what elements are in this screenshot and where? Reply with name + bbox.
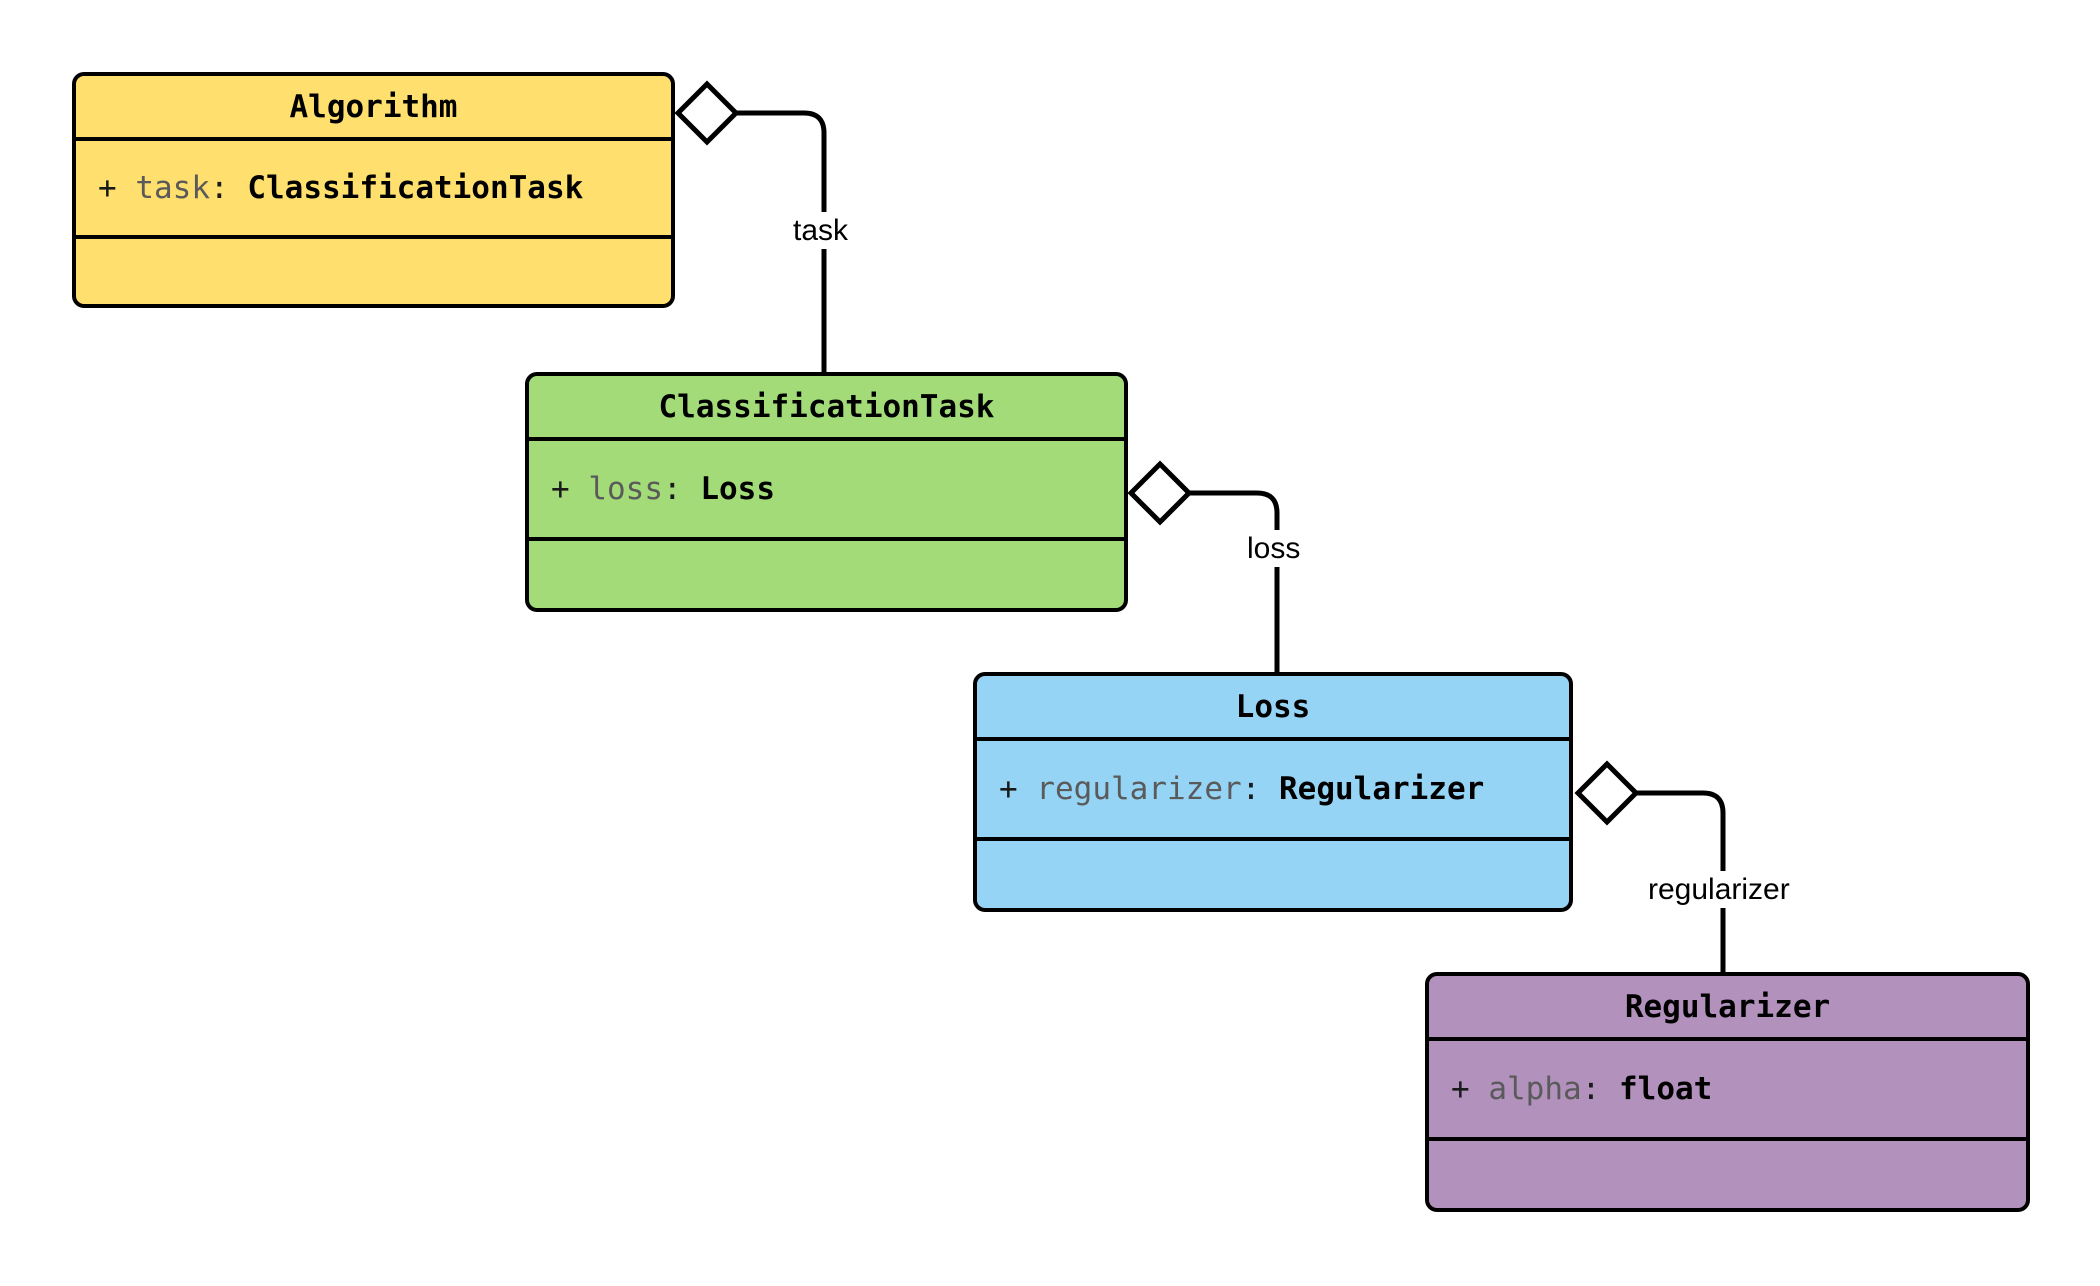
relation-regularizer[interactable] (1574, 760, 1726, 972)
attribute-row: + regularizer: Regularizer (999, 771, 1484, 807)
class-title-compartment: Algorithm (76, 76, 671, 137)
class-methods-compartment (76, 235, 671, 304)
class-box-loss[interactable]: Loss + regularizer: Regularizer (973, 672, 1573, 912)
class-attributes-compartment: + loss: Loss (529, 437, 1124, 537)
class-title-compartment: Regularizer (1429, 976, 2026, 1037)
attribute-row: + loss: Loss (551, 471, 775, 507)
relation-loss[interactable] (1127, 460, 1280, 672)
attribute-type: ClassificationTask (247, 170, 584, 206)
relation-loss-line (1189, 490, 1280, 672)
class-name-label: ClassificationTask (658, 388, 995, 425)
class-box-regularizer[interactable]: Regularizer + alpha: float (1425, 972, 2030, 1212)
attribute-type: float (1619, 1071, 1713, 1107)
attribute-type: Regularizer (1279, 771, 1485, 807)
attribute-visibility: + (98, 170, 117, 206)
attribute-type: Loss (700, 471, 775, 507)
attribute-name: alpha (1488, 1071, 1582, 1107)
attribute-name: task (135, 170, 210, 206)
attribute-separator: : (210, 170, 229, 206)
class-box-classificationtask[interactable]: ClassificationTask + loss: Loss (525, 372, 1128, 612)
attribute-visibility: + (999, 771, 1018, 807)
class-name-label: Algorithm (289, 88, 458, 125)
edge-label-regularizer: regularizer (1643, 871, 1795, 908)
class-attributes-compartment: + alpha: float (1429, 1037, 2026, 1137)
attribute-visibility: + (551, 471, 570, 507)
class-methods-compartment (977, 837, 1569, 908)
attribute-name: loss (588, 471, 663, 507)
attribute-separator: : (663, 471, 682, 507)
aggregation-diamond-icon (1574, 760, 1640, 826)
class-methods-compartment (529, 537, 1124, 608)
class-attributes-compartment: + task: ClassificationTask (76, 137, 671, 235)
edge-label-loss: loss (1242, 530, 1306, 567)
aggregation-diamond-icon (1127, 460, 1193, 526)
class-title-compartment: Loss (977, 676, 1569, 737)
class-name-label: Regularizer (1624, 988, 1831, 1025)
attribute-separator: : (1581, 1071, 1601, 1107)
attribute-separator: : (1241, 771, 1261, 807)
class-methods-compartment (1429, 1137, 2026, 1208)
class-box-algorithm[interactable]: Algorithm + task: ClassificationTask (72, 72, 675, 308)
attribute-visibility: + (1451, 1071, 1470, 1107)
class-title-compartment: ClassificationTask (529, 376, 1124, 437)
aggregation-diamond-icon (674, 80, 740, 146)
class-name-label: Loss (1235, 688, 1311, 725)
edge-label-task: task (788, 212, 854, 249)
attribute-row: + task: ClassificationTask (98, 170, 583, 206)
class-attributes-compartment: + regularizer: Regularizer (977, 737, 1569, 837)
attribute-row: + alpha: float (1451, 1071, 1712, 1107)
attribute-name: regularizer (1036, 771, 1242, 807)
